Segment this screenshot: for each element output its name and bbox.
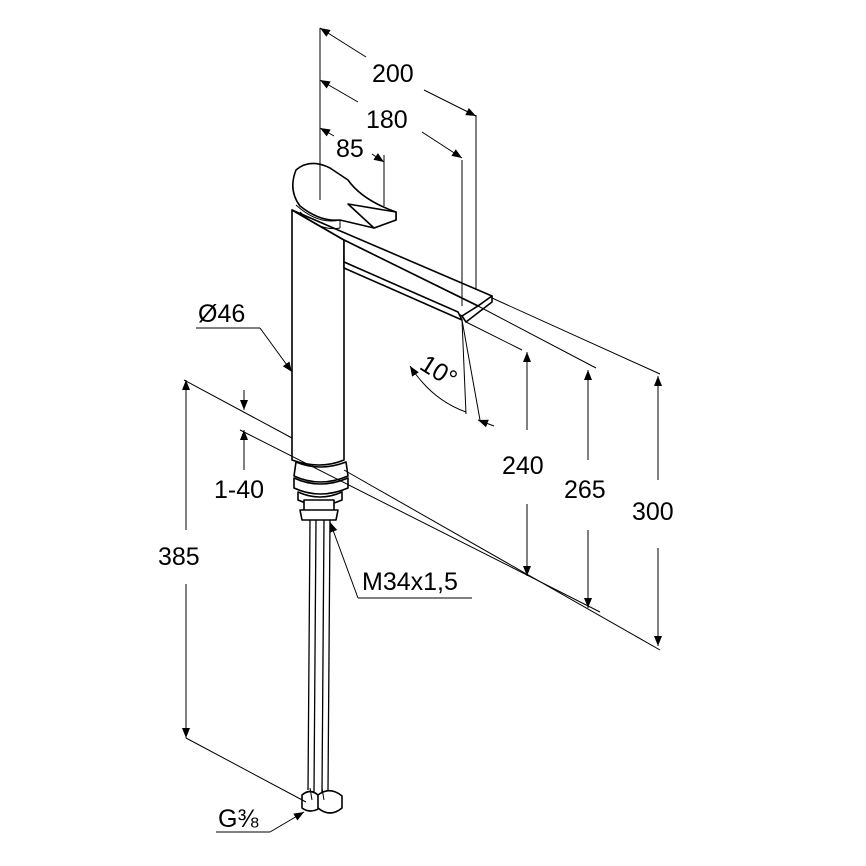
dim-300-label: 300 bbox=[632, 498, 674, 526]
dim-angle-label: 10° bbox=[415, 350, 462, 394]
dim-connection-label: G⅜ bbox=[218, 805, 258, 833]
dim-265-label: 265 bbox=[564, 476, 606, 504]
faucet-body bbox=[291, 209, 493, 466]
dim-diameter-label: Ø46 bbox=[198, 300, 245, 328]
dim-180-label: 180 bbox=[366, 106, 408, 134]
dim-240-label: 240 bbox=[502, 452, 544, 480]
dimension-labels: 200 180 85 Ø46 10° 1-40 385 240 265 300 … bbox=[158, 60, 674, 833]
dim-85-label: 85 bbox=[336, 135, 364, 163]
dim-200-label: 200 bbox=[372, 60, 414, 88]
dim-deck-thickness-label: 1-40 bbox=[214, 476, 264, 504]
dimension-lines bbox=[182, 27, 662, 833]
dim-385-label: 385 bbox=[158, 543, 200, 571]
lever-handle bbox=[292, 162, 397, 230]
supply-hoses bbox=[301, 519, 343, 814]
dim-thread-label: M34x1,5 bbox=[362, 568, 458, 596]
